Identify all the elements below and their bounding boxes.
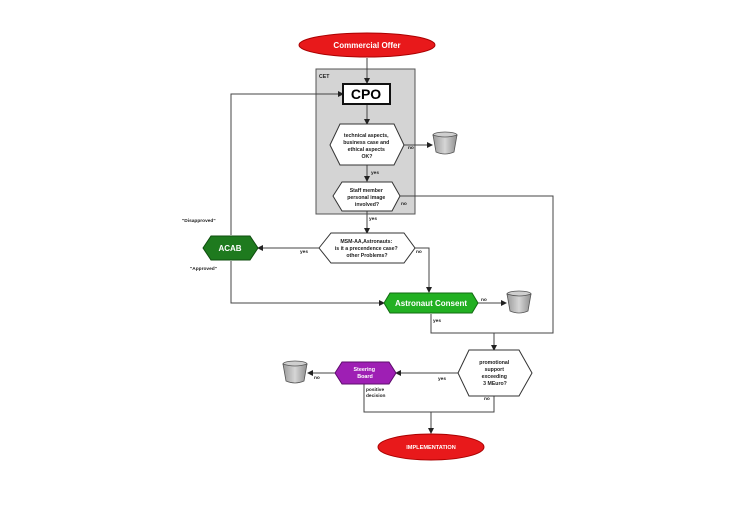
commercial-offer-label: Commercial Offer (333, 41, 400, 50)
tech-yes-label: yes (371, 171, 379, 176)
msm-line-1: MSM-AA,Astronauts: (340, 239, 392, 245)
staff-line-2: personal image (347, 195, 385, 201)
staff-check-text: Staff member personal image involved? (347, 188, 387, 208)
steering-board-node: Steering Board (334, 361, 397, 385)
steering-line-1: Steering (353, 367, 375, 373)
promo-line-2: support (485, 367, 505, 373)
acab-label: ACAB (218, 244, 241, 253)
msm-line-3: other Problems? (346, 253, 387, 259)
tech-line-2: business case and (343, 140, 389, 146)
tech-line-1: technical aspects, (344, 133, 389, 139)
promo-yes-label: yes (438, 377, 446, 382)
tech-line-4: OK? (362, 154, 373, 160)
staff-yes-label: yes (369, 217, 377, 222)
promotional-check-node: promotional support exceeding 3 MEuro? (457, 349, 533, 397)
trash-bin-icon (432, 131, 458, 155)
implementation-label: IMPLEMENTATION (406, 445, 456, 451)
positive-line-2: decision (366, 393, 386, 399)
staff-check-node: Staff member personal image involved? (332, 181, 401, 212)
approved-label: "Approved" (190, 266, 217, 272)
msm-yes-label: yes (300, 250, 308, 255)
astronaut-consent-node: Astronaut Consent (383, 292, 479, 314)
positive-line-1: positive (366, 387, 384, 393)
technical-check-text: technical aspects, business case and eth… (343, 133, 391, 160)
cet-label: CET (319, 74, 330, 80)
steering-no-label: no (314, 376, 320, 381)
staff-line-1: Staff member (350, 188, 383, 194)
trash-bin-icon (506, 290, 532, 314)
promo-no-label: no (484, 397, 490, 402)
consent-yes-label: yes (433, 319, 441, 324)
promotional-check-text: promotional support exceeding 3 MEuro? (479, 360, 510, 387)
positive-decision-label: positive decision (366, 387, 386, 399)
msm-check-node: MSM-AA,Astronauts: is it a precendence c… (318, 232, 416, 264)
msm-line-2: is it a precendence case? (335, 246, 398, 252)
steering-board-text: Steering Board (353, 367, 376, 380)
implementation-node: IMPLEMENTATION (377, 433, 485, 461)
astronaut-consent-label: Astronaut Consent (395, 299, 467, 308)
cpo-node: CPO (342, 83, 391, 105)
tech-line-3: ethical aspects (348, 147, 385, 153)
tech-no-label: no (408, 146, 414, 151)
technical-check-node: technical aspects, business case and eth… (329, 123, 405, 166)
commercial-offer-node: Commercial Offer (298, 32, 436, 58)
disapproved-label: "Disapproved" (182, 218, 216, 224)
steering-line-2: Board (357, 374, 373, 380)
staff-line-3: involved? (355, 202, 379, 208)
trash-bin-icon (282, 360, 308, 384)
msm-no-label: no (416, 250, 422, 255)
acab-node: ACAB (202, 235, 259, 261)
cpo-label: CPO (351, 86, 381, 102)
connectors (230, 58, 554, 434)
staff-no-label: no (401, 202, 407, 207)
consent-no-label: no (481, 298, 487, 303)
msm-check-text: MSM-AA,Astronauts: is it a precendence c… (335, 239, 399, 259)
promo-line-3: exceeding (482, 374, 507, 380)
promo-line-1: promotional (479, 360, 510, 366)
promo-line-4: 3 MEuro? (483, 381, 507, 387)
